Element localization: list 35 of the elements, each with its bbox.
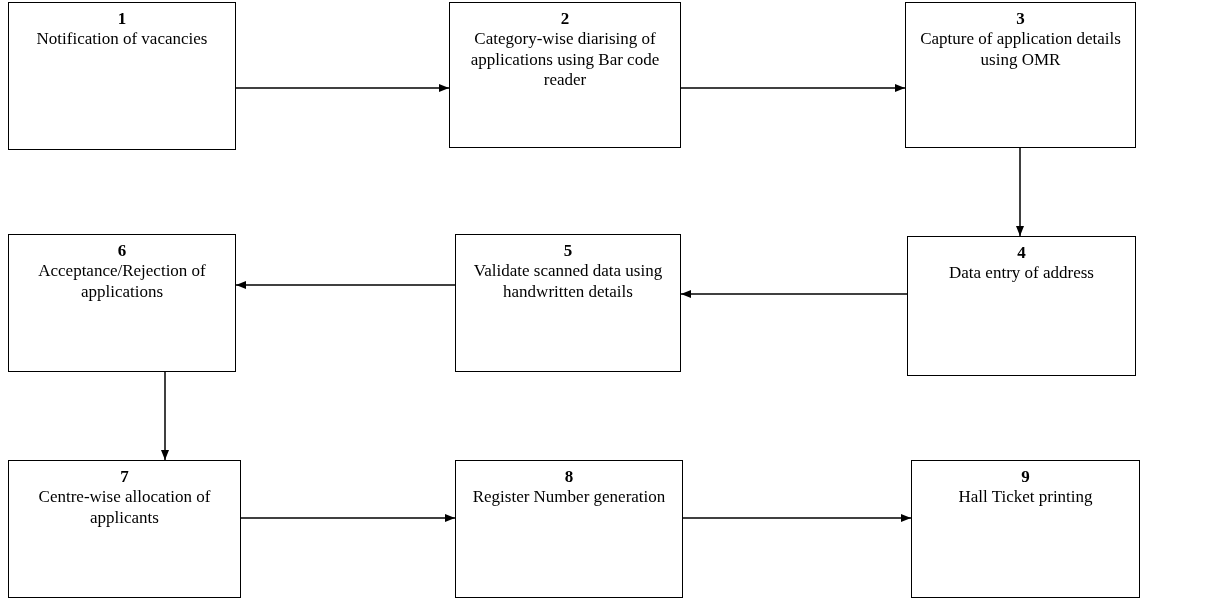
arrow: [682, 514, 912, 522]
arrow: [235, 281, 456, 289]
step-number: 5: [562, 241, 574, 262]
step-label: Validate scanned data using handwritten details: [472, 261, 664, 303]
step-number: 2: [559, 9, 571, 30]
step-number: 4: [1016, 243, 1027, 264]
step-number: 3: [1015, 9, 1026, 30]
arrow: [161, 371, 169, 461]
process-box: [455, 460, 683, 598]
process-box: [907, 236, 1136, 376]
process-box: [8, 460, 241, 598]
step-label: Centre-wise allocation of applicants: [37, 487, 212, 529]
arrow: [680, 84, 906, 92]
arrow: [1016, 147, 1024, 237]
step-label: Acceptance/Rejection of applications: [37, 261, 207, 303]
step-label: Register Number generation: [471, 487, 667, 508]
process-box: [455, 234, 681, 372]
step-label: Data entry of address: [948, 263, 1095, 284]
process-box: [911, 460, 1140, 598]
arrow: [235, 84, 450, 92]
step-number: 7: [119, 467, 130, 488]
step-number: 9: [1020, 467, 1031, 488]
step-label: Notification of vacancies: [35, 29, 209, 50]
process-box: [8, 234, 236, 372]
arrow: [680, 290, 908, 298]
process-box: [905, 2, 1136, 148]
step-number: 6: [116, 241, 128, 262]
step-number: 1: [116, 9, 128, 30]
step-label: Category-wise diarising of applications using Bar code reader: [469, 29, 661, 91]
arrow: [240, 514, 456, 522]
step-label: Hall Ticket printing: [957, 487, 1094, 508]
process-box: [449, 2, 681, 148]
process-box: [8, 2, 236, 150]
step-number: 8: [563, 467, 575, 488]
step-label: Capture of application details using OMR: [919, 29, 1122, 71]
